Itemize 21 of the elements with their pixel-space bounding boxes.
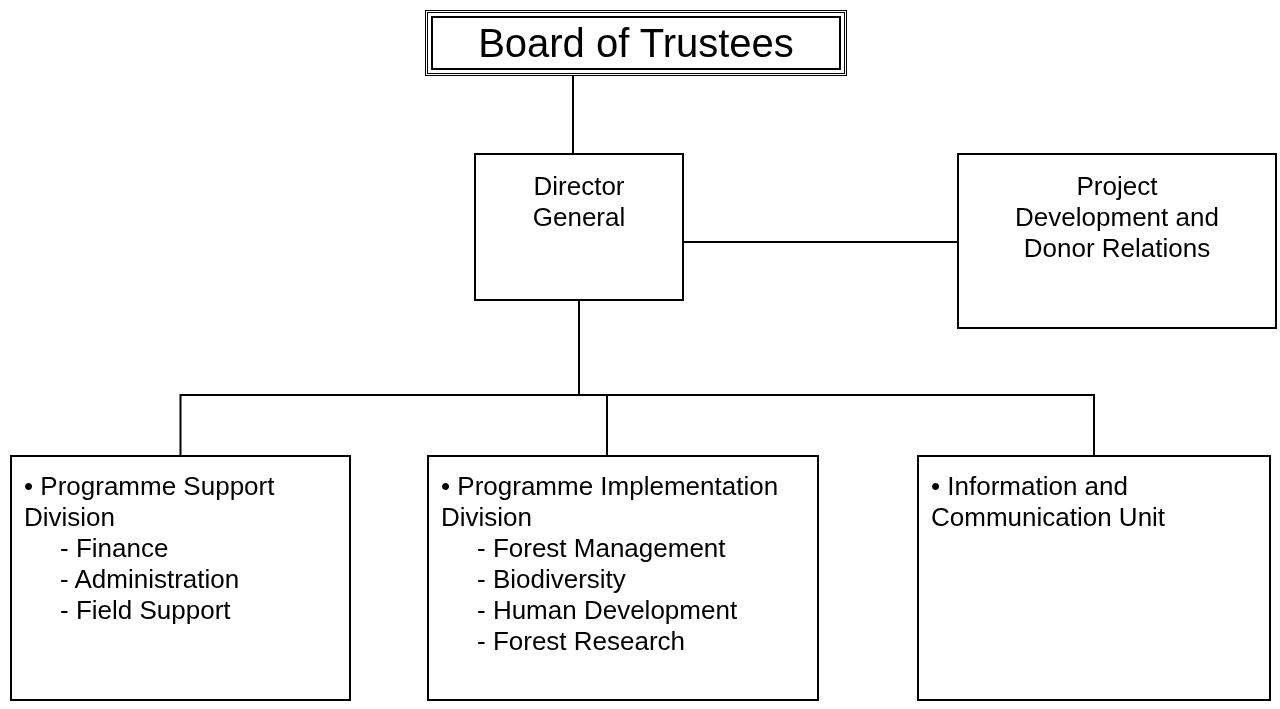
connector-line xyxy=(683,241,958,243)
org-box xyxy=(917,455,1271,701)
connector-line xyxy=(572,75,574,154)
list-item: - Biodiversity xyxy=(476,564,626,595)
division-heading: • Programme Support Division xyxy=(24,471,276,533)
org-box xyxy=(474,153,684,301)
title-text: Board of Trustees xyxy=(478,20,794,66)
list-item: - Field Support xyxy=(59,595,231,626)
list-item: - Human Development xyxy=(476,595,738,626)
title-box xyxy=(425,10,847,76)
org-box xyxy=(10,455,351,701)
division-heading: • Information and Communication Unit xyxy=(931,471,1167,533)
box-label: Project Development and Donor Relations xyxy=(1014,171,1220,264)
org-box xyxy=(427,455,819,701)
org-box xyxy=(957,153,1277,329)
list-item: - Finance xyxy=(59,533,169,564)
box-label: Director General xyxy=(531,171,627,233)
division-heading: • Programme Implementation Division xyxy=(441,471,780,533)
list-item: - Forest Management xyxy=(476,533,726,564)
list-item: - Forest Research xyxy=(476,626,686,657)
list-item: - Administration xyxy=(59,564,240,595)
